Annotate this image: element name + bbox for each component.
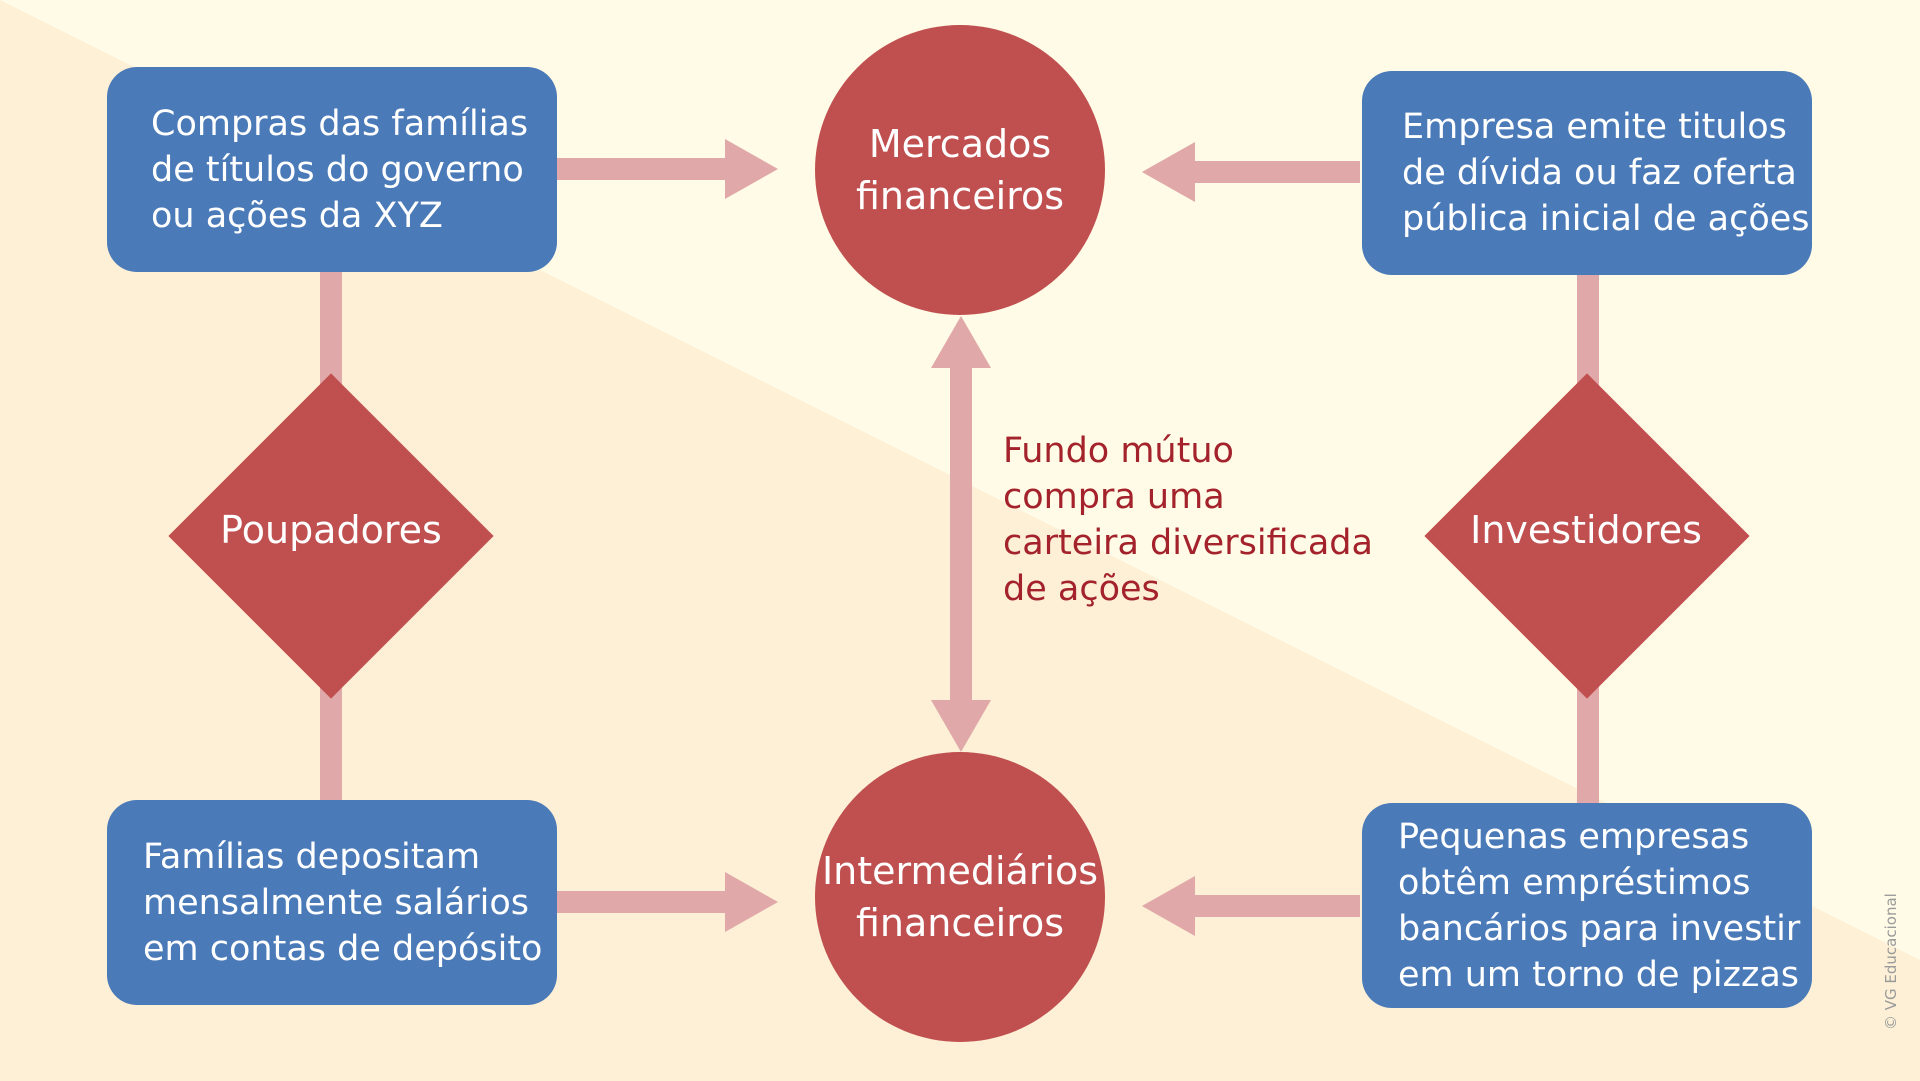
box-household-deposits: Famílias depositam mensalmente salários … bbox=[107, 800, 557, 1005]
box-small-business-loans-line-2: obtêm empréstimos bbox=[1398, 862, 1751, 903]
node-savers-label: Poupadores bbox=[220, 508, 442, 552]
box-company-issues-bonds-line-2: de dívida ou faz oferta bbox=[1402, 153, 1797, 193]
box-small-business-loans-line-4: em um torno de pizzas bbox=[1398, 954, 1800, 995]
copyright-credit: © VG Educacional bbox=[1882, 893, 1900, 1030]
box-household-deposits-line-2: mensalmente salários bbox=[143, 882, 530, 923]
double-arrow-markets-intermediaries bbox=[931, 316, 991, 752]
mutual-fund-note-line-4: de ações bbox=[1003, 569, 1160, 609]
box-small-business-loans-line-3: bancários para investir bbox=[1398, 908, 1801, 949]
arrow-top-right-to-markets bbox=[1142, 142, 1360, 202]
node-financial-markets-line-2: financeiros bbox=[855, 174, 1065, 218]
mutual-fund-note-line-1: Fundo mútuo bbox=[1003, 431, 1234, 471]
box-household-purchases-line-1: Compras das famílias bbox=[151, 103, 529, 144]
node-financial-markets-line-1: Mercados bbox=[868, 122, 1052, 166]
box-household-purchases-line-2: de títulos do governo bbox=[151, 149, 524, 190]
mutual-fund-note-line-2: compra uma bbox=[1003, 477, 1225, 517]
arrow-bottom-left-to-intermediaries bbox=[555, 872, 778, 932]
mutual-fund-note-line-3: carteira diversificada bbox=[1003, 523, 1373, 563]
box-small-business-loans-line-1: Pequenas empresas bbox=[1398, 816, 1750, 857]
box-company-issues-bonds-line-1: Empresa emite titulos bbox=[1402, 107, 1787, 147]
mutual-fund-note: Fundo mútuo compra uma carteira diversif… bbox=[1003, 428, 1373, 612]
arrow-top-left-to-markets bbox=[555, 139, 778, 199]
box-household-deposits-line-1: Famílias depositam bbox=[143, 836, 481, 877]
box-household-purchases: Compras das famílias de títulos do gover… bbox=[107, 67, 557, 272]
node-financial-intermediaries: Intermediários financeiros bbox=[815, 752, 1105, 1042]
node-financial-intermediaries-line-1: Intermediários bbox=[821, 849, 1099, 893]
node-financial-markets: Mercados financeiros bbox=[815, 25, 1105, 315]
arrow-bottom-right-to-intermediaries bbox=[1142, 876, 1360, 936]
node-financial-intermediaries-line-2: financeiros bbox=[855, 901, 1065, 945]
box-household-deposits-line-3: em contas de depósito bbox=[143, 928, 543, 969]
box-company-issues-bonds-line-3: pública inicial de ações bbox=[1402, 199, 1810, 239]
node-investors-label: Investidores bbox=[1470, 508, 1702, 552]
box-small-business-loans: Pequenas empresas obtêm empréstimos banc… bbox=[1362, 803, 1812, 1008]
box-household-purchases-line-3: ou ações da XYZ bbox=[151, 195, 443, 236]
box-company-issues-bonds: Empresa emite titulos de dívida ou faz o… bbox=[1362, 71, 1812, 275]
